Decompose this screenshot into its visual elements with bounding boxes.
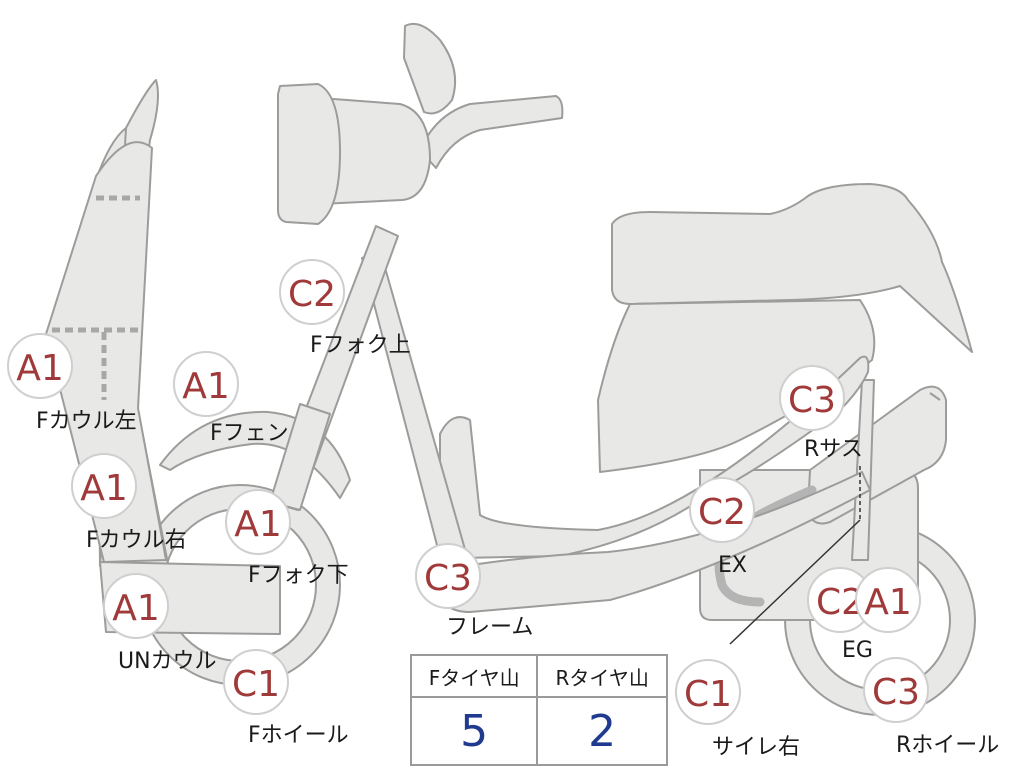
tire-tread-table: Fタイヤ山 Rタイヤ山 5 2 xyxy=(409,654,668,766)
down-tube xyxy=(361,249,469,573)
label-front-wheel: Fホイール xyxy=(248,723,349,748)
label-engine: EG xyxy=(842,638,873,663)
badge-rear-wheel: C3 xyxy=(863,657,929,723)
label-exhaust: EX xyxy=(718,553,747,578)
svg-text:A1: A1 xyxy=(864,582,912,623)
label-front-cowl-left: Fカウル左 xyxy=(36,409,137,434)
label-rear-suspension: Rサス xyxy=(804,437,863,462)
handlebar xyxy=(419,95,564,169)
svg-text:C2: C2 xyxy=(288,274,336,315)
front-tire-header: Fタイヤ山 xyxy=(409,654,539,698)
svg-text:A1: A1 xyxy=(182,366,230,407)
badge-rear-suspension: C3 xyxy=(779,365,845,431)
rear-shock xyxy=(851,379,875,561)
label-silencer-right: サイレ右 xyxy=(712,735,800,760)
rear-body-cover xyxy=(597,299,876,473)
mirror xyxy=(403,22,457,115)
label-under-cowl: UNカウル xyxy=(118,649,217,674)
cowl-split-line-mid xyxy=(52,327,140,400)
rear-tire-header: Rタイヤ山 xyxy=(536,654,668,698)
label-frame: フレーム xyxy=(446,615,533,640)
badge-front-cowl-left: A1 xyxy=(7,333,73,399)
headlight xyxy=(277,83,341,225)
badge-front-fork-upper: C2 xyxy=(279,259,345,325)
badge-front-wheel: C1 xyxy=(223,649,289,715)
svg-text:C1: C1 xyxy=(232,664,280,705)
rear-tire-value: 2 xyxy=(536,696,668,766)
badge-front-fork-lower: A1 xyxy=(225,489,291,555)
label-front-fork-lower: Fフォク下 xyxy=(248,563,349,588)
floor-panel xyxy=(439,355,870,559)
label-front-cowl-right: Fカウル右 xyxy=(86,528,187,553)
muffler-tip xyxy=(929,392,941,401)
badge-front-cowl-right: A1 xyxy=(71,453,137,519)
badge-silencer-right: C1 xyxy=(675,659,741,725)
label-front-fender: Fフェン xyxy=(210,421,289,446)
svg-text:A1: A1 xyxy=(234,504,282,545)
front-tire-value: 5 xyxy=(409,696,539,766)
main-frame xyxy=(439,471,871,613)
svg-text:C3: C3 xyxy=(872,672,920,713)
badge-under-cowl: A1 xyxy=(103,573,169,639)
label-front-fork-upper: Fフォク上 xyxy=(310,333,411,358)
badge-front-fender: A1 xyxy=(173,351,239,417)
label-rear-wheel: Rホイール xyxy=(896,733,999,758)
svg-text:C2: C2 xyxy=(698,492,746,533)
badge-exhaust: C2 xyxy=(689,477,755,543)
headlight-housing xyxy=(319,97,431,205)
svg-text:A1: A1 xyxy=(16,348,64,389)
silencer-leader-line xyxy=(729,519,861,645)
svg-text:C1: C1 xyxy=(684,674,732,715)
svg-text:A1: A1 xyxy=(112,588,160,629)
front-fork-lower xyxy=(269,403,331,511)
badge-engine-c2: C2 xyxy=(807,567,873,633)
svg-text:A1: A1 xyxy=(80,468,128,509)
seat xyxy=(611,183,973,353)
badge-engine-a1: A1 xyxy=(855,567,921,633)
svg-text:C3: C3 xyxy=(424,558,472,599)
svg-text:C3: C3 xyxy=(788,380,836,421)
badge-frame: C3 xyxy=(415,543,481,609)
